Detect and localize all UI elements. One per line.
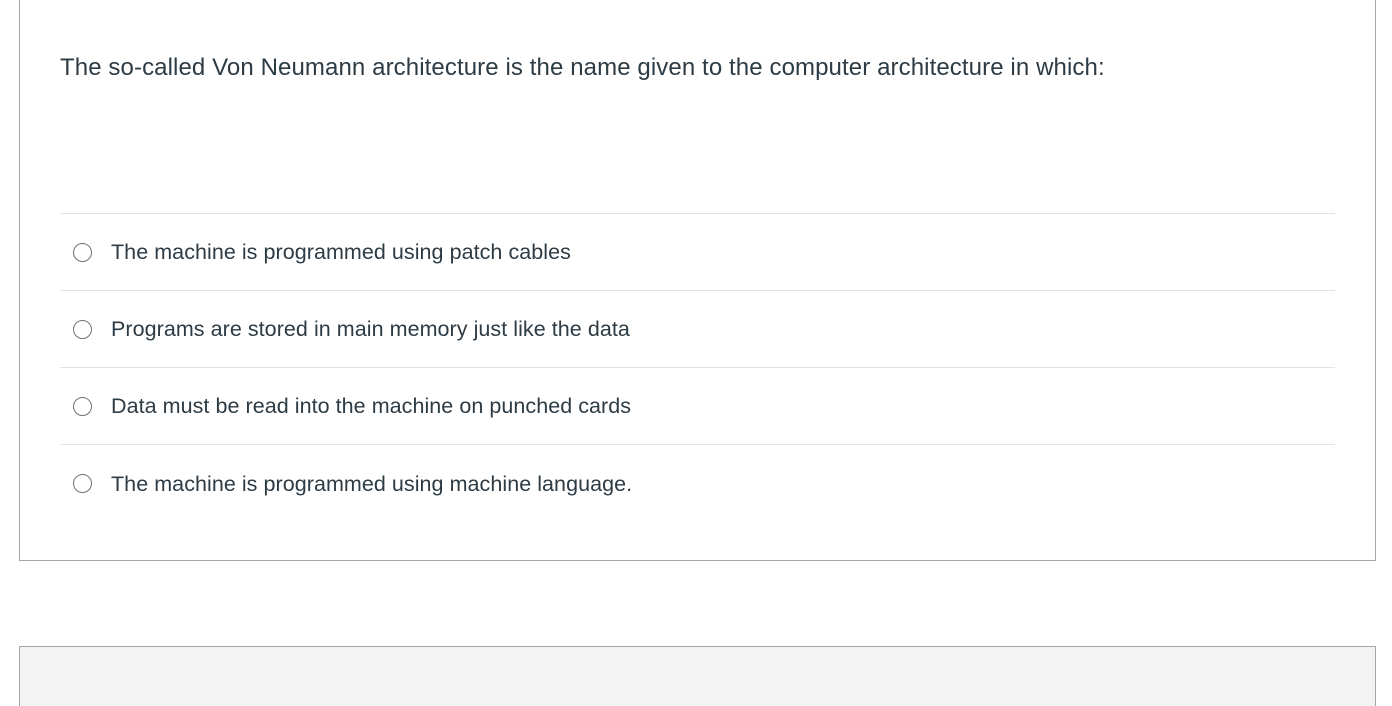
quiz-page: The so-called Von Neumann architecture i… xyxy=(19,0,1376,706)
answer-option-label: The machine is programmed using machine … xyxy=(111,471,633,496)
radio-unchecked-icon[interactable] xyxy=(73,242,92,262)
radio-unchecked-icon[interactable] xyxy=(73,474,92,493)
next-question-card-header xyxy=(20,647,1375,706)
answer-option-label: Programs are stored in main memory just … xyxy=(111,317,630,341)
answer-option-3[interactable]: Data must be read into the machine on pu… xyxy=(60,368,1335,445)
radio-unchecked-icon[interactable] xyxy=(73,396,92,416)
answer-option-2[interactable]: Programs are stored in main memory just … xyxy=(60,291,1335,368)
answer-option-4[interactable]: The machine is programmed using machine … xyxy=(60,445,1335,522)
question-text: The so-called Von Neumann architecture i… xyxy=(60,54,1105,81)
answer-option-label: The machine is programmed using patch ca… xyxy=(111,240,571,264)
answer-options-list: The machine is programmed using patch ca… xyxy=(60,213,1335,522)
radio-unchecked-icon[interactable] xyxy=(73,319,92,339)
answer-option-label: Data must be read into the machine on pu… xyxy=(111,394,632,418)
answer-option-1[interactable]: The machine is programmed using patch ca… xyxy=(60,214,1335,291)
question-body: The so-called Von Neumann architecture i… xyxy=(60,44,1335,92)
next-question-card xyxy=(19,646,1376,706)
question-card: The so-called Von Neumann architecture i… xyxy=(19,0,1376,561)
